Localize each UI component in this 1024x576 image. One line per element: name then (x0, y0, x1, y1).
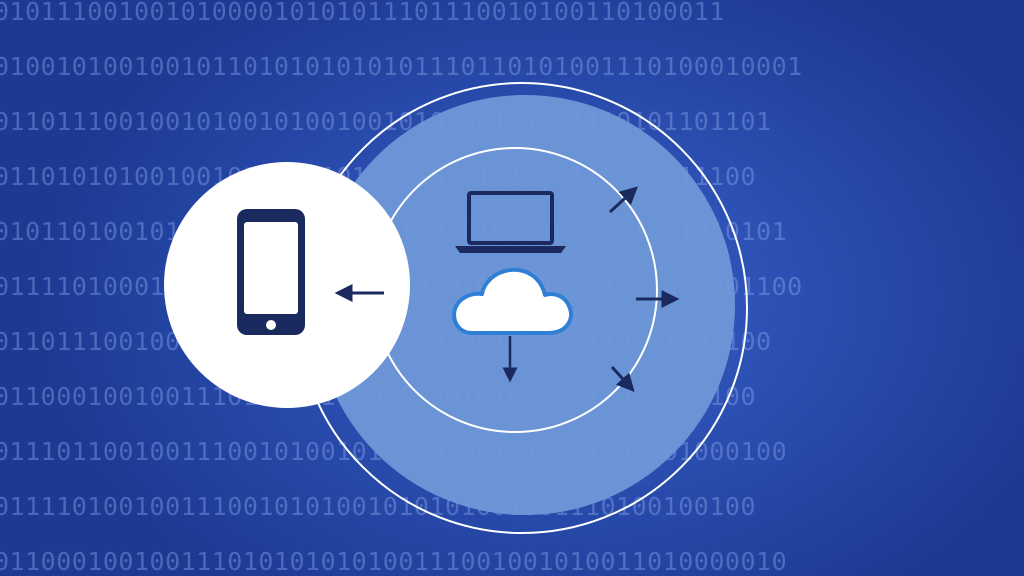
laptop-icon (455, 191, 566, 253)
arrow-up-right-icon (608, 186, 638, 214)
arrow-down-right-icon (610, 365, 635, 393)
smartphone-icon (237, 209, 305, 335)
binary-row: 0101110010010100001010101110111001010011… (0, 0, 725, 26)
binary-row: 0110001001001110101010101001110010010100… (0, 547, 788, 576)
binary-row: 0100101001001011010101010101110110101001… (0, 52, 803, 81)
cloud-icon (452, 267, 573, 335)
